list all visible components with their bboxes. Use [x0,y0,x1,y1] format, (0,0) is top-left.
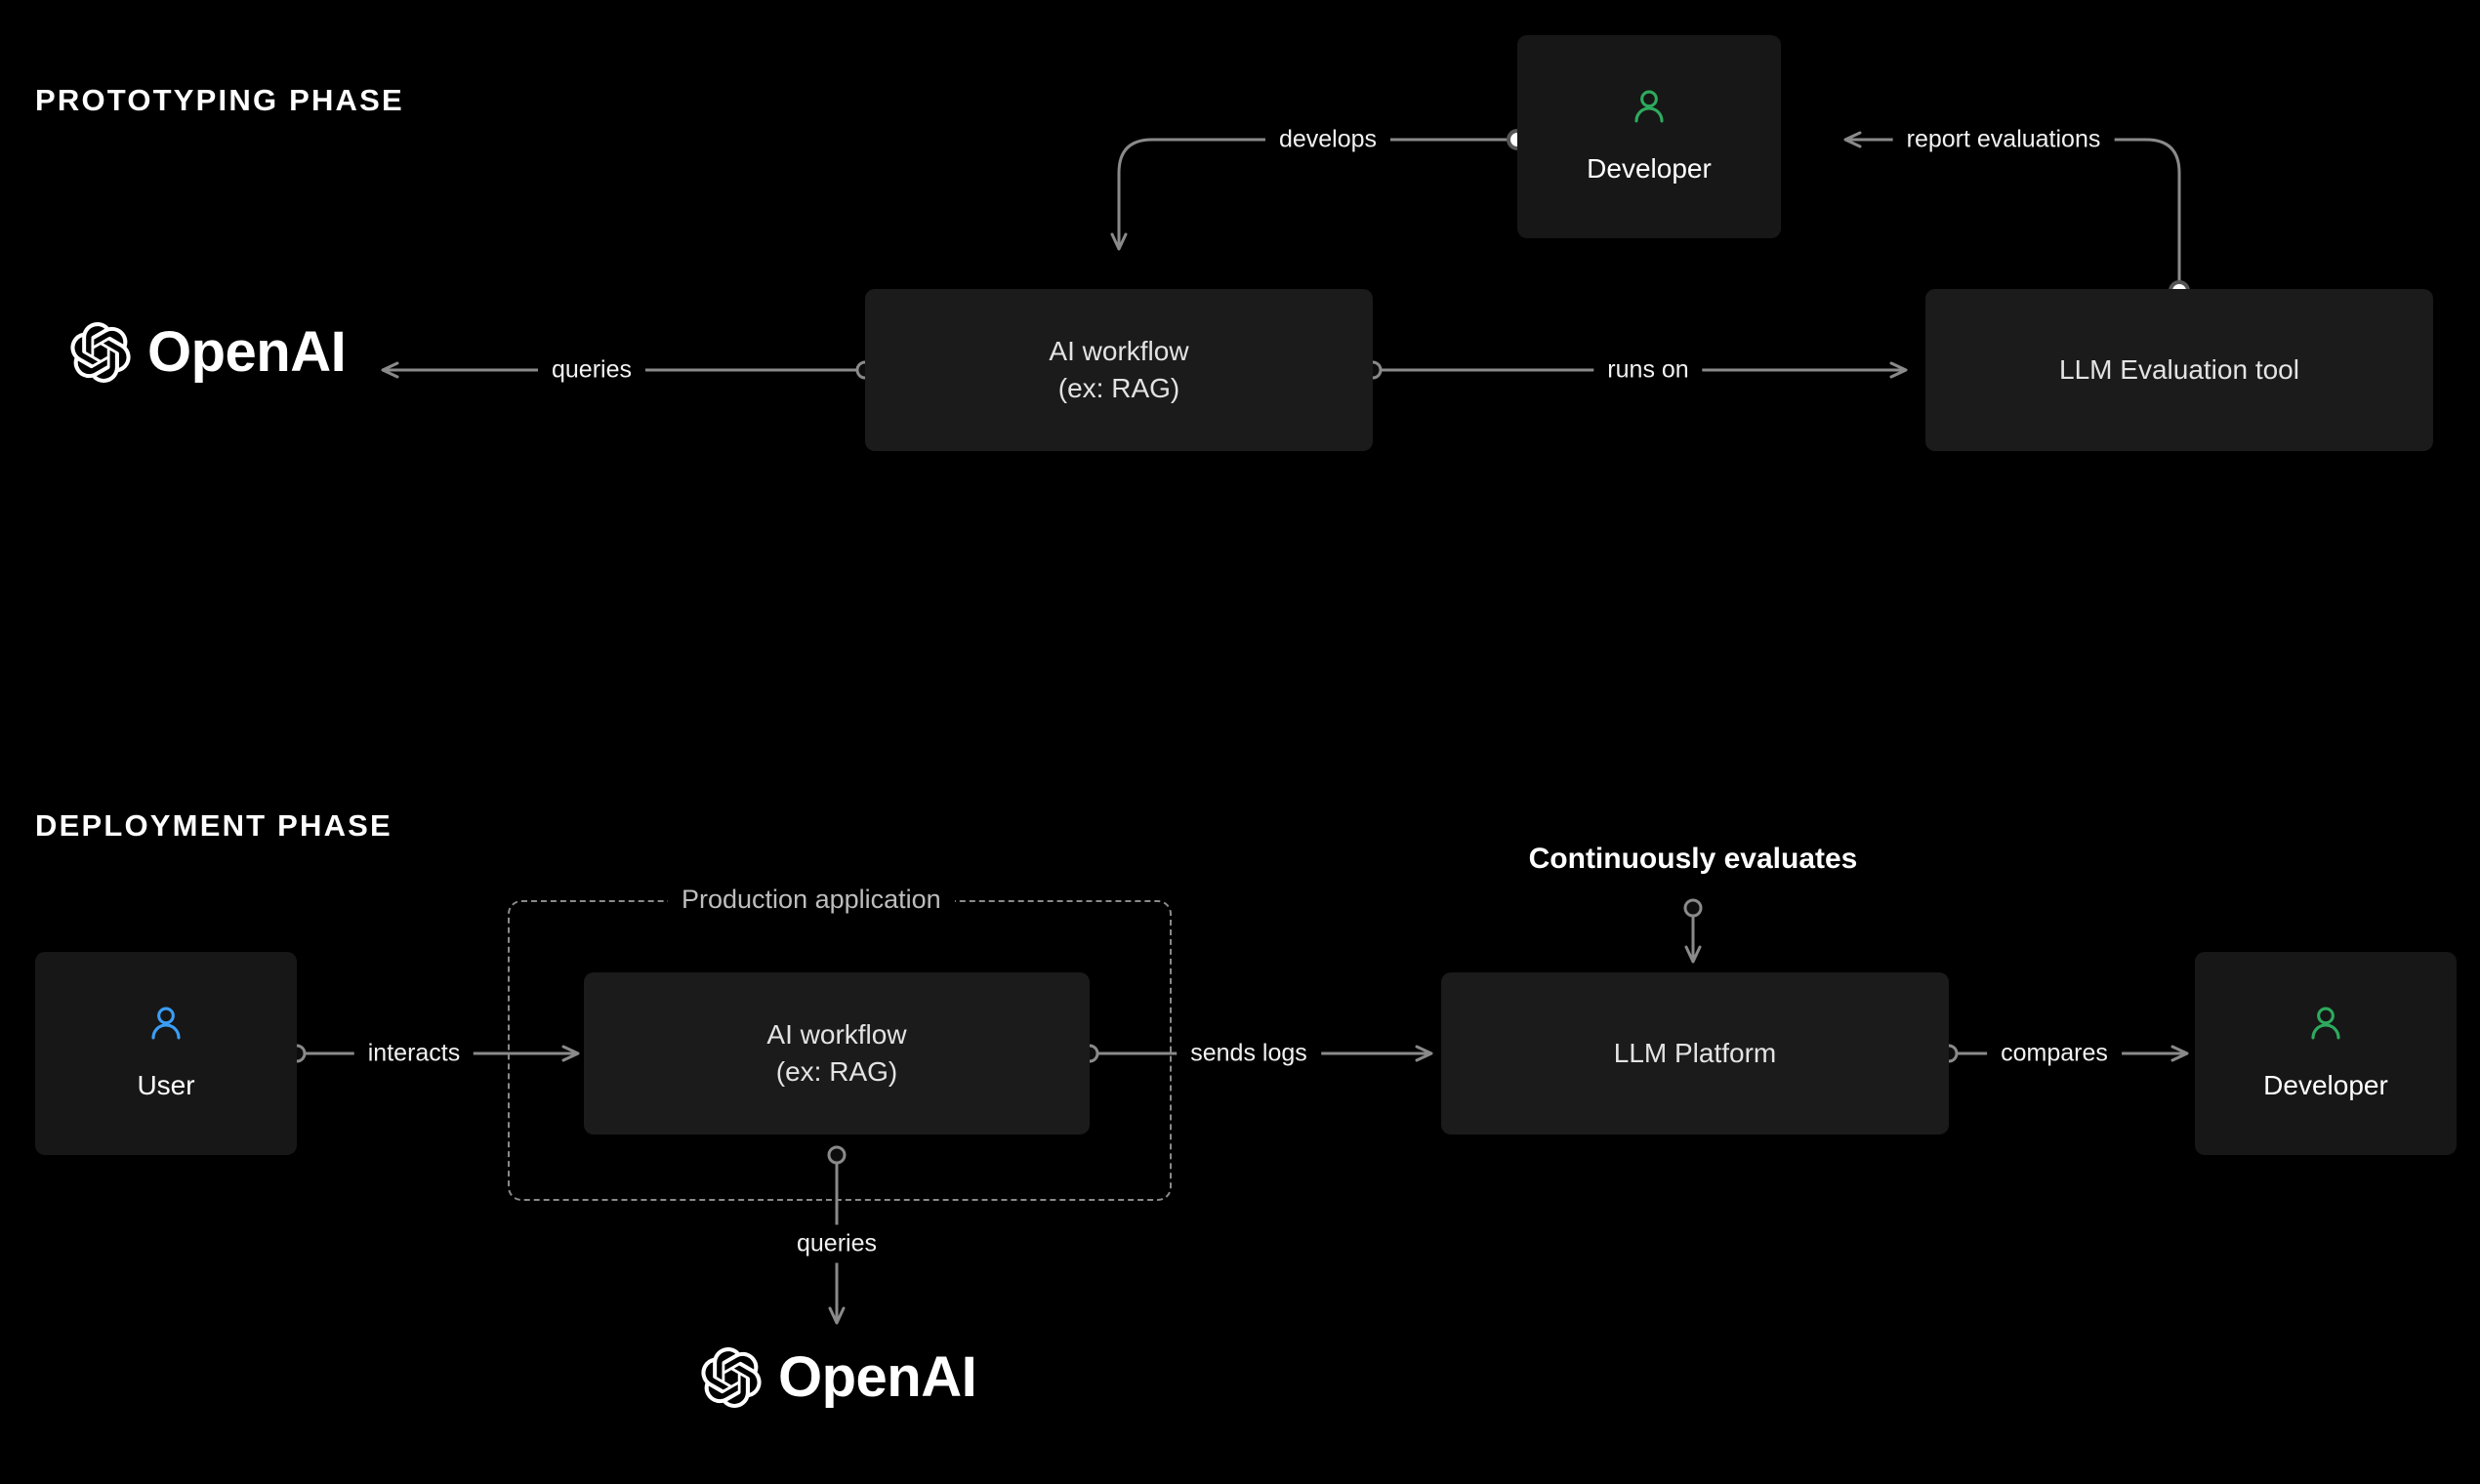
edge-label-compares: compares [1987,1034,2122,1073]
edge-label-continuously-evaluates: Continuously evaluates [1528,843,1858,875]
edge-label-runs-on: runs on [1593,350,1703,390]
node-ai-workflow[interactable]: AI workflow (ex: RAG) [865,289,1373,451]
edge-report-evaluations [1843,131,2181,291]
openai-mark-icon [701,1347,762,1408]
node-llm-platform[interactable]: LLM Platform [1441,972,1949,1134]
section-title-prototyping: PROTOTYPING PHASE [35,83,404,117]
node-llm-platform-label: LLM Platform [1613,1038,1777,1069]
openai-logo-deployment: OpenAI [701,1345,977,1409]
section-title-deployment: DEPLOYMENT PHASE [35,808,393,843]
node-ai-workflow-label: AI workflow (ex: RAG) [1049,336,1189,403]
node-user-label: User [137,1070,195,1101]
openai-wordmark: OpenAI [147,320,347,384]
node-ai-workflow-production-label: AI workflow (ex: RAG) [766,1019,907,1087]
openai-wordmark: OpenAI [778,1345,977,1409]
node-ai-workflow-production[interactable]: AI workflow (ex: RAG) [584,972,1090,1134]
node-user[interactable]: User [35,952,297,1155]
edge-label-queries-deployment: queries [783,1224,890,1263]
person-icon [1634,90,1664,123]
edge-label-interacts: interacts [353,1034,475,1073]
node-llm-evaluation-tool[interactable]: LLM Evaluation tool [1925,289,2433,451]
edge-label-queries-prototyping: queries [538,350,645,390]
group-production-application-label: Production application [668,885,955,915]
node-developer-deployment[interactable]: Developer [2195,952,2457,1155]
node-developer-deployment-label: Developer [2263,1070,2388,1101]
edge-label-report-evaluations: report evaluations [1892,120,2115,159]
node-llm-evaluation-tool-label: LLM Evaluation tool [2059,354,2299,386]
openai-mark-icon [70,322,131,383]
port-continuous-top [1683,898,1703,918]
person-icon [2311,1007,2340,1040]
person-icon [151,1007,181,1040]
node-developer[interactable]: Developer [1517,35,1781,238]
openai-logo-prototyping: OpenAI [70,320,347,384]
node-developer-label: Developer [1587,153,1712,185]
edge-label-sends-logs: sends logs [1177,1034,1321,1073]
edge-label-develops: develops [1264,120,1391,159]
